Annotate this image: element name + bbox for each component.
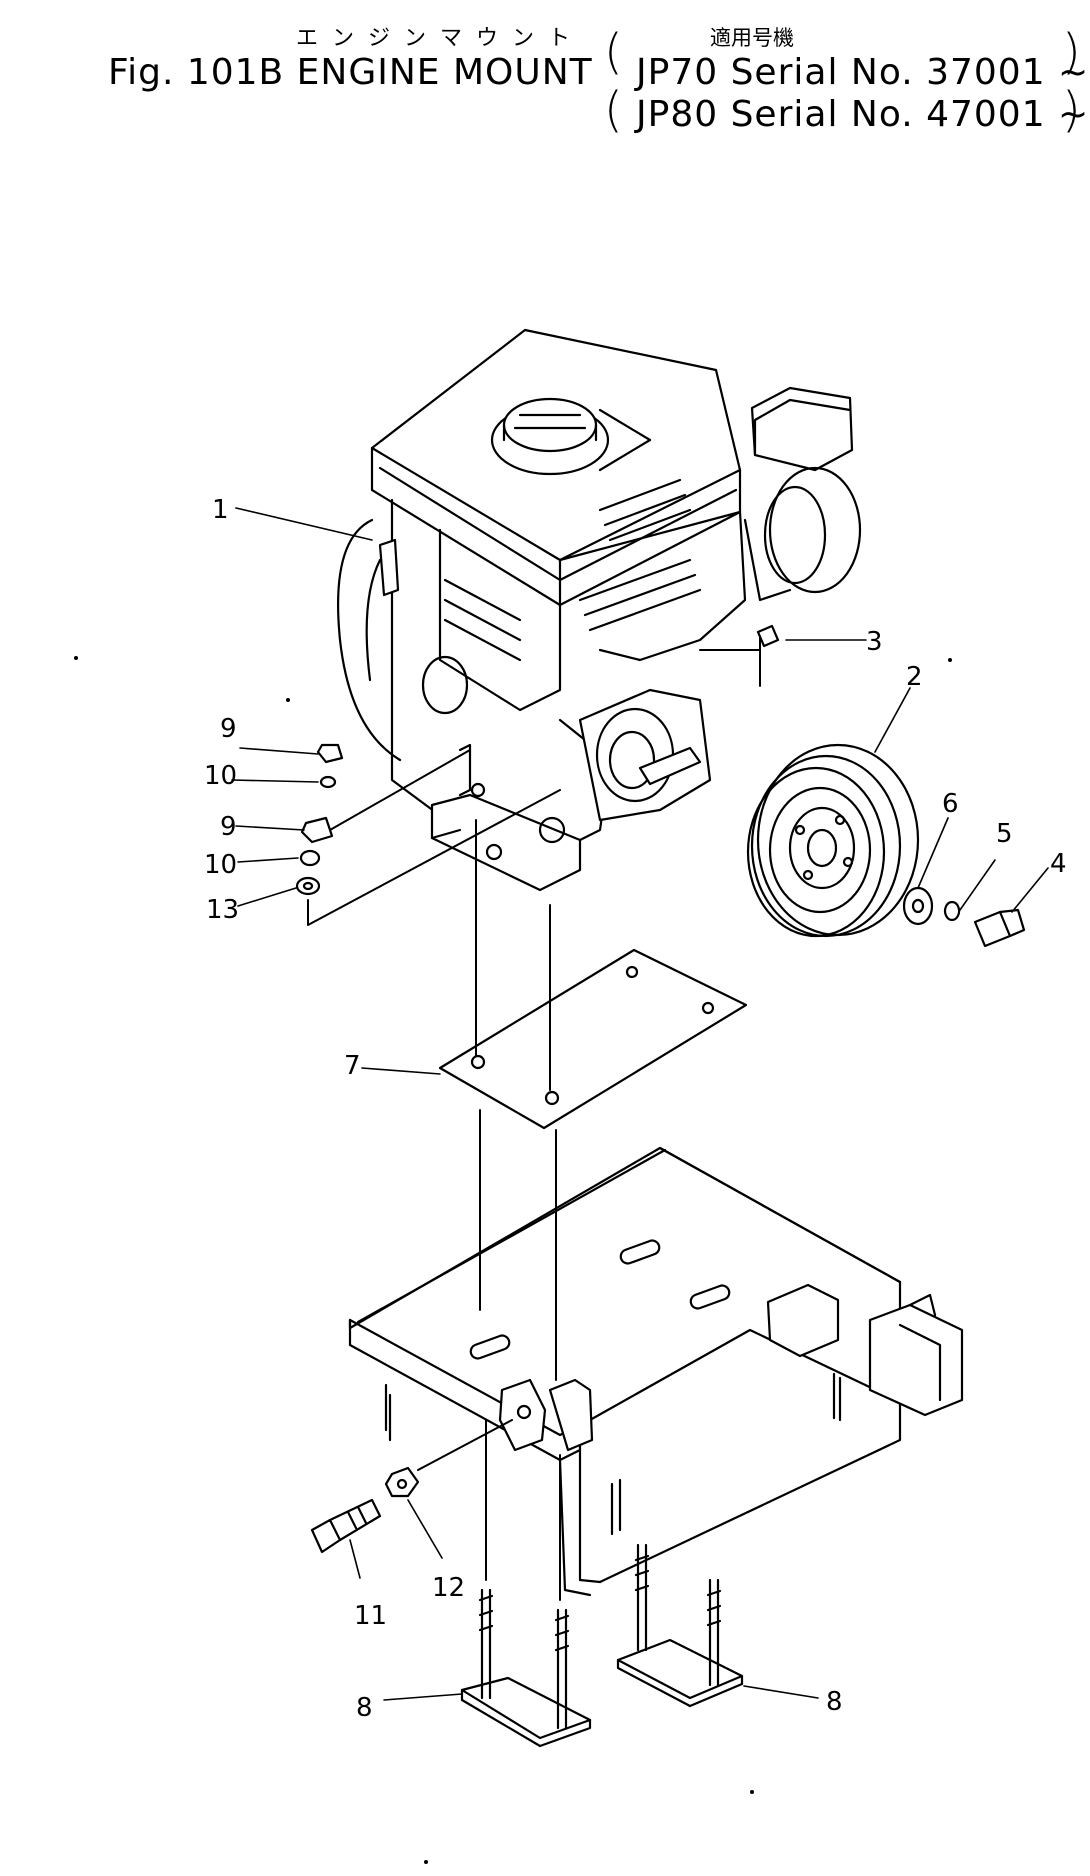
washer-hole	[911, 898, 925, 914]
callout-8b: 8	[356, 1693, 373, 1723]
callout-7: 7	[344, 1051, 361, 1081]
key	[756, 624, 780, 648]
speck	[286, 698, 290, 702]
alignment-lines	[307, 637, 761, 1601]
frame-bolt	[310, 1498, 382, 1554]
speck	[74, 656, 78, 660]
callout-2: 2	[906, 662, 923, 692]
callout-10a: 10	[204, 761, 237, 791]
plate-hole	[470, 1054, 486, 1070]
plate-hole	[701, 1001, 715, 1015]
callout-3: 3	[866, 627, 883, 657]
figure-title: Fig. 101B ENGINE MOUNT	[108, 52, 593, 93]
callout-4: 4	[1050, 849, 1067, 879]
plate-hole	[544, 1090, 560, 1106]
base-frame	[348, 1146, 964, 1597]
speck	[750, 1790, 754, 1794]
title-japanese: エンジンマウント	[296, 26, 585, 51]
frame-nut	[384, 1466, 420, 1498]
callout-10b: 10	[204, 850, 237, 880]
stud-plate-right	[616, 1543, 744, 1708]
plate-hole	[625, 965, 639, 979]
callout-9b: 9	[220, 812, 237, 842]
paren-open-1: (	[604, 24, 623, 80]
mounting-hardware-left	[295, 743, 344, 896]
frame-nut-hole	[396, 1478, 408, 1490]
callout-labels: 1 3 2 6 5 4 9 10 9 10 13 7 11 12 8 8	[204, 495, 1067, 1723]
callout-9a: 9	[220, 714, 237, 744]
paren-close-1: )	[1062, 24, 1081, 80]
speck	[424, 1860, 428, 1864]
callout-6: 6	[942, 789, 959, 819]
engine-plate	[438, 948, 748, 1130]
header: エンジンマウント 適用号機 Fig. 101B ENGINE MOUNT ( J…	[0, 0, 1090, 140]
lock-washer	[943, 900, 961, 922]
applicable-label-japanese: 適用号機	[710, 26, 794, 50]
callout-12: 12	[432, 1573, 465, 1603]
serial-line-2: JP80 Serial No. 47001 ~	[636, 94, 1090, 135]
callout-11: 11	[354, 1601, 387, 1631]
paren-close-2: )	[1062, 82, 1081, 138]
serial-line-1: JP70 Serial No. 37001 ~	[636, 52, 1090, 93]
paren-open-2: (	[604, 82, 623, 138]
stud-plate-bottom	[460, 1588, 592, 1748]
pulley-bolt	[973, 908, 1026, 948]
engine-assembly	[337, 328, 862, 892]
leader-lines	[231, 507, 1049, 1701]
callout-13: 13	[206, 895, 239, 925]
callout-1: 1	[212, 495, 229, 525]
callout-5: 5	[996, 819, 1013, 849]
speck	[948, 658, 952, 662]
pulley	[746, 743, 920, 938]
callout-8a: 8	[826, 1687, 843, 1717]
washer	[902, 886, 934, 926]
